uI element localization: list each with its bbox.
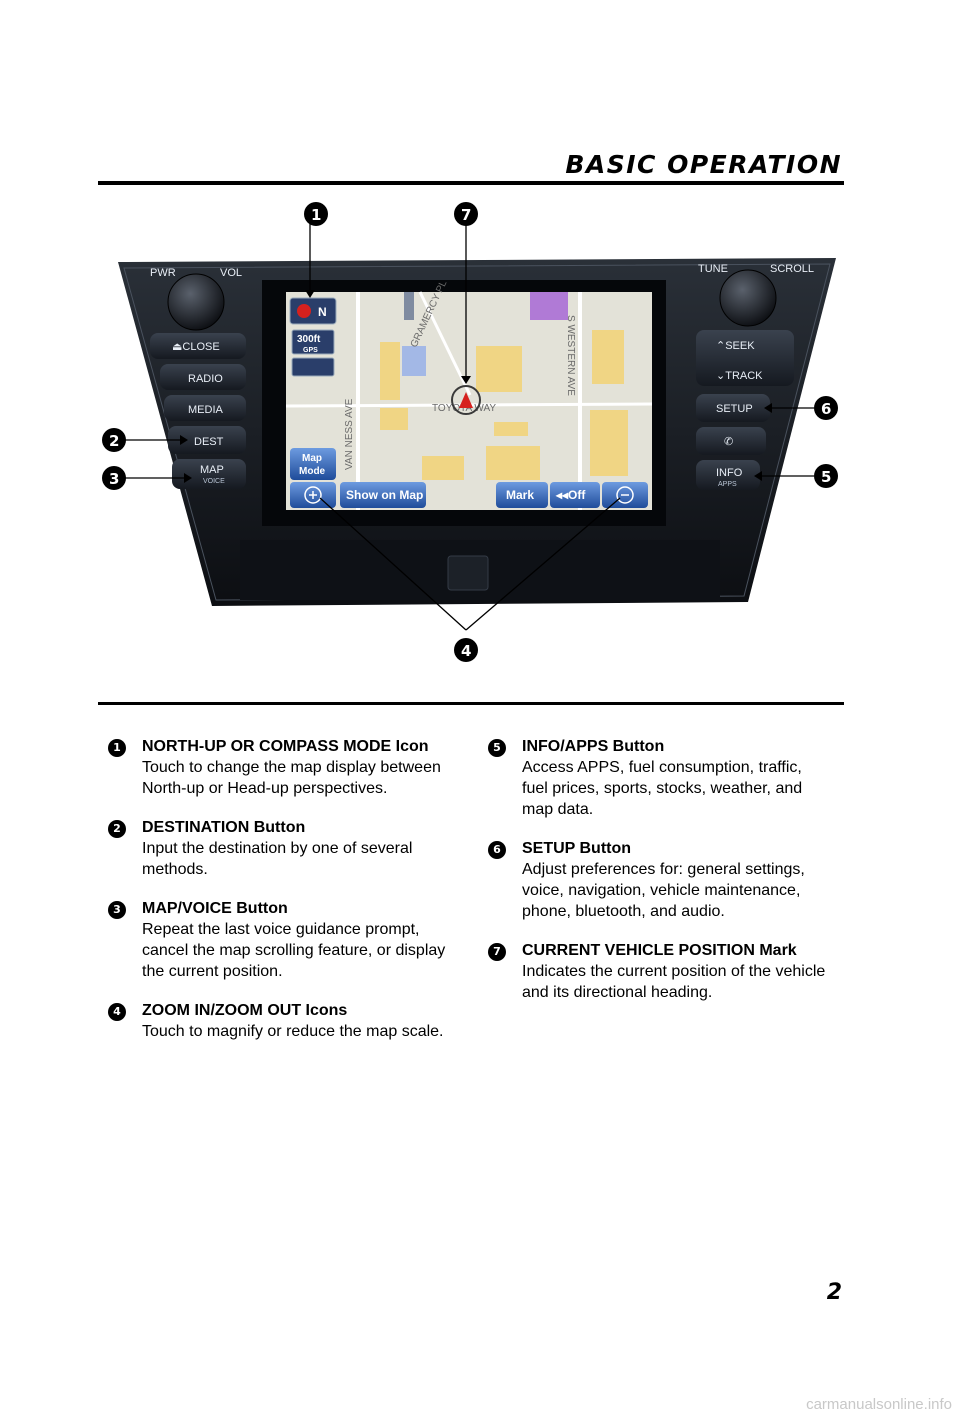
legend-item-title: DESTINATION Button — [142, 819, 306, 836]
apps-button-label: APPS — [718, 481, 737, 488]
svg-text:Mark: Mark — [506, 488, 534, 502]
road-van-ness: VAN NESS AVE — [344, 398, 355, 470]
callout-4: 4 — [454, 638, 478, 662]
legend-number-badge: 5 — [488, 739, 506, 757]
zoom-out-button — [602, 482, 648, 508]
legend-number-badge: 6 — [488, 841, 506, 859]
tune-scroll-knob — [719, 269, 777, 327]
watermark: carmanualsonline.info — [806, 1396, 952, 1413]
callout-arrowheads — [180, 290, 772, 483]
legend-item: 6 SETUP Button Adjust preferences for: g… — [488, 838, 828, 922]
vol-label: VOL — [220, 267, 242, 279]
callout-2: 2 — [102, 428, 126, 452]
legend-item: 7 CURRENT VEHICLE POSITION Mark Indicate… — [488, 940, 828, 1003]
show-on-map-button: Show on Map — [340, 482, 426, 508]
legend-item: 4 ZOOM IN/ZOOM OUT Icons Touch to magnif… — [108, 1000, 448, 1042]
dest-button-label: DEST — [194, 436, 224, 448]
compass-mode-button: N — [289, 297, 337, 325]
jbl-logo — [447, 555, 489, 591]
svg-text:Mode: Mode — [299, 466, 326, 477]
svg-text:2: 2 — [109, 432, 119, 450]
legend-item-title: CURRENT VEHICLE POSITION Mark — [522, 942, 797, 959]
pwr-vol-knob — [167, 273, 225, 331]
svg-text:300ft: 300ft — [297, 334, 321, 345]
svg-text:4: 4 — [461, 642, 471, 660]
left-button-column — [150, 333, 246, 489]
header-rule — [98, 181, 844, 185]
voice-button-label: VOICE — [203, 478, 225, 485]
seek-button-label: ⌃SEEK — [716, 340, 755, 352]
callout-3: 3 — [102, 466, 126, 490]
legend-item-description: Touch to magnify or reduce the map scale… — [142, 1023, 444, 1040]
tune-label: TUNE — [698, 263, 728, 275]
section-rule — [98, 702, 844, 705]
legend-number-badge: 7 — [488, 943, 506, 961]
legend-number-badge: 3 — [108, 901, 126, 919]
road-western: S WESTERN AVE — [565, 315, 576, 396]
vehicle-position-mark — [451, 385, 481, 415]
close-button-label: ⏏CLOSE — [172, 341, 220, 353]
legend-item-description: Indicates the current position of the ve… — [522, 963, 826, 1001]
map-mode-button: Map Mode — [290, 448, 336, 480]
legend-number-badge: 1 — [108, 739, 126, 757]
legend-item-description: Adjust preferences for: general settings… — [522, 861, 805, 920]
setup-button-label: SETUP — [716, 403, 753, 415]
scale-indicator: 300ft GPS — [291, 329, 335, 355]
off-button: ◂◂Off — [550, 482, 600, 508]
callout-7: 7 — [454, 202, 478, 226]
section-title: BASIC OPERATION — [565, 150, 842, 179]
right-button-column — [696, 330, 794, 490]
legend-item-title: NORTH-UP OR COMPASS MODE Icon — [142, 738, 429, 755]
scroll-label: SCROLL — [770, 263, 814, 275]
legend-number-badge: 4 — [108, 1003, 126, 1021]
svg-text:5: 5 — [821, 468, 831, 486]
svg-text:1: 1 — [311, 206, 321, 224]
track-button-label: ⌄TRACK — [716, 370, 763, 382]
phone-icon: ✆ — [724, 436, 733, 448]
legend-item-title: ZOOM IN/ZOOM OUT Icons — [142, 1002, 348, 1019]
legend-left-column: 1 NORTH-UP OR COMPASS MODE Icon Touch to… — [108, 736, 448, 1060]
mark-button: Mark — [496, 482, 548, 508]
road-toyota-way: TOYOTA WAY — [432, 403, 496, 414]
legend-right-column: 5 INFO/APPS Button Access APPS, fuel con… — [488, 736, 828, 1021]
route-icon — [291, 357, 335, 377]
legend-item: 2 DESTINATION Button Input the destinati… — [108, 817, 448, 880]
svg-text:Show on Map: Show on Map — [346, 488, 423, 502]
legend-item-title: MAP/VOICE Button — [142, 900, 288, 917]
legend-item: 3 MAP/VOICE Button Repeat the last voice… — [108, 898, 448, 982]
radio-button-label: RADIO — [188, 373, 223, 385]
svg-text:GPS: GPS — [303, 347, 318, 354]
legend-item-description: Touch to change the map display between … — [142, 759, 441, 797]
map-button-label: MAP — [200, 464, 224, 476]
legend-item-description: Access APPS, fuel consumption, traffic, … — [522, 759, 803, 818]
legend-number-badge: 2 — [108, 820, 126, 838]
callout-6: 6 — [814, 396, 838, 420]
pwr-label: PWR — [150, 267, 176, 279]
svg-text:7: 7 — [461, 206, 471, 224]
legend-item-description: Repeat the last voice guidance prompt, c… — [142, 921, 446, 980]
zoom-in-button — [290, 482, 336, 508]
media-button-label: MEDIA — [188, 404, 224, 416]
svg-text:◂◂Off: ◂◂Off — [555, 488, 586, 502]
svg-text:Map: Map — [302, 453, 322, 464]
legend-item-description: Input the destination by one of several … — [142, 840, 413, 878]
head-unit-figure: PWR VOL TUNE SCROLL ⏏CLOSE RADIO MEDIA D… — [102, 202, 838, 662]
north-label: N — [318, 305, 327, 319]
callout-5: 5 — [814, 464, 838, 488]
legend-item-title: SETUP Button — [522, 840, 632, 857]
legend-item-title: INFO/APPS Button — [522, 738, 665, 755]
svg-text:3: 3 — [109, 470, 119, 488]
callout-leaders — [124, 224, 814, 631]
svg-text:6: 6 — [821, 400, 831, 418]
page-number: 2 — [826, 1280, 842, 1305]
info-button-label: INFO — [716, 467, 743, 479]
legend-item: 1 NORTH-UP OR COMPASS MODE Icon Touch to… — [108, 736, 448, 799]
legend-item: 5 INFO/APPS Button Access APPS, fuel con… — [488, 736, 828, 820]
callout-1: 1 — [304, 202, 328, 226]
